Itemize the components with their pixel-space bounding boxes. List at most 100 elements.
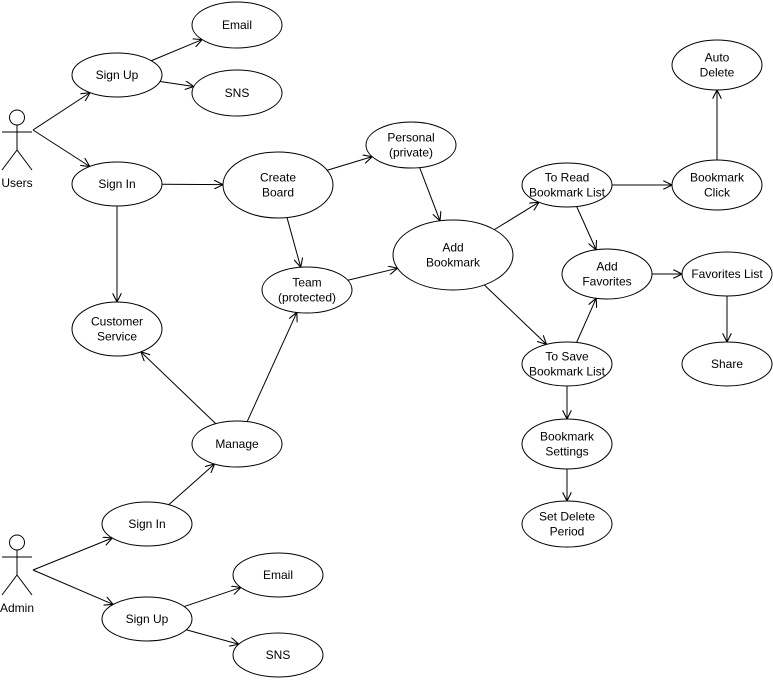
use-case-ellipse xyxy=(365,121,457,169)
use-case-ellipse xyxy=(681,251,773,297)
use-case-a-signup[interactable]: Sign Up xyxy=(101,596,193,642)
use-case-label: Sign Up xyxy=(96,68,139,82)
use-case-ellipse xyxy=(561,248,653,300)
edge-a_signup-to-a_email xyxy=(183,587,241,608)
use-case-label: Delete xyxy=(700,66,735,80)
use-case-ellipse xyxy=(521,418,613,470)
edge-a_signup-to-a_sns xyxy=(186,629,239,644)
use-case-label: Bookmark xyxy=(540,430,595,444)
use-case-label: Sign In xyxy=(128,517,165,531)
actor-label: Admin xyxy=(0,601,34,615)
use-case-favorites-list[interactable]: Favorites List xyxy=(681,251,773,297)
use-case-label: Click xyxy=(704,186,731,200)
edge-manage-to-team xyxy=(246,312,297,422)
use-case-ellipse xyxy=(671,159,763,211)
use-case-ellipse xyxy=(521,500,613,548)
use-case-ellipse xyxy=(392,219,514,291)
use-case-share[interactable]: Share xyxy=(681,341,773,387)
stick-figure-icon xyxy=(1,534,33,596)
edge-create_board-to-team xyxy=(286,217,301,268)
use-case-label: Bookmark List xyxy=(529,365,606,379)
use-case-u-sns[interactable]: SNS xyxy=(191,69,283,117)
use-case-manage[interactable]: Manage xyxy=(191,420,283,468)
edge-manage-to-customer_service xyxy=(141,352,217,425)
edge-u_signup-to-u_email xyxy=(151,40,202,62)
use-case-ellipse xyxy=(521,341,613,387)
use-case-label: Service xyxy=(97,330,137,344)
use-case-label: (protected) xyxy=(278,291,336,305)
use-case-ellipse xyxy=(671,39,763,91)
use-case-u-signin[interactable]: Sign In xyxy=(71,161,163,207)
use-case-label: SNS xyxy=(225,86,250,100)
use-case-label: Bookmark xyxy=(690,171,745,185)
use-case-label: Bookmark List xyxy=(529,186,606,200)
use-case-ellipse xyxy=(71,161,163,207)
use-case-u-email[interactable]: Email xyxy=(191,1,283,49)
use-case-label: Email xyxy=(263,568,293,582)
use-case-label: Add xyxy=(442,241,463,255)
use-case-label: Create xyxy=(260,171,296,185)
use-case-ellipse xyxy=(71,52,163,98)
use-case-a-signin[interactable]: Sign In xyxy=(101,501,193,547)
use-case-ellipse xyxy=(232,552,324,598)
stick-figure-icon xyxy=(1,109,33,171)
use-case-u-signup[interactable]: Sign Up xyxy=(71,52,163,98)
edge-u_signup-to-u_sns xyxy=(159,81,194,86)
use-case-label: Auto xyxy=(705,51,730,65)
actor-users[interactable]: Users xyxy=(1,109,33,190)
edge-to_read-to-add_favorites xyxy=(576,206,596,249)
use-case-ellipse xyxy=(222,151,334,219)
use-case-ellipse xyxy=(191,1,283,49)
use-case-a-email[interactable]: Email xyxy=(232,552,324,598)
edge-add_bookmark-to-to_read xyxy=(494,202,539,231)
use-case-label: Email xyxy=(222,18,252,32)
edges-layer xyxy=(32,40,727,645)
edge-users-to-u_signup xyxy=(32,93,90,131)
use-case-ellipse xyxy=(191,69,283,117)
use-case-team[interactable]: Team(protected) xyxy=(261,266,353,314)
use-case-label: Manage xyxy=(215,437,259,451)
use-case-ellipse xyxy=(681,341,773,387)
edge-personal-to-add_bookmark xyxy=(419,167,440,221)
edge-create_board-to-personal xyxy=(327,157,372,171)
use-case-label: Favorites List xyxy=(691,267,763,281)
use-case-label: Share xyxy=(711,357,743,371)
use-case-label: Sign Up xyxy=(126,612,169,626)
use-case-label: To Save xyxy=(545,350,589,364)
use-case-label: Sign In xyxy=(98,177,135,191)
edge-admin-to-a_signin xyxy=(32,538,112,571)
edge-users-to-u_signin xyxy=(32,129,90,166)
edge-team-to-add_bookmark xyxy=(347,268,398,281)
use-case-label: Period xyxy=(550,525,585,539)
use-case-label: Customer xyxy=(91,315,143,329)
edge-add_bookmark-to-to_save xyxy=(483,284,546,345)
actor-admin[interactable]: Admin xyxy=(0,534,34,615)
use-case-label: To Read xyxy=(545,171,590,185)
use-case-label: (private) xyxy=(389,146,433,160)
use-case-label: Set Delete xyxy=(539,510,595,524)
use-case-personal[interactable]: Personal(private) xyxy=(365,121,457,169)
use-case-label: Add xyxy=(596,260,617,274)
use-case-label: Personal xyxy=(387,131,434,145)
edge-a_signin-to-manage xyxy=(168,464,215,506)
use-case-label: Favorites xyxy=(582,275,631,289)
use-case-label: Bookmark xyxy=(426,256,481,270)
use-case-label: Board xyxy=(262,186,294,200)
use-case-ellipse xyxy=(521,162,613,208)
use-case-a-sns[interactable]: SNS xyxy=(232,632,324,678)
use-case-label: Team xyxy=(292,276,321,290)
use-case-ellipse xyxy=(232,632,324,678)
edge-to_save-to-add_favorites xyxy=(576,298,597,343)
